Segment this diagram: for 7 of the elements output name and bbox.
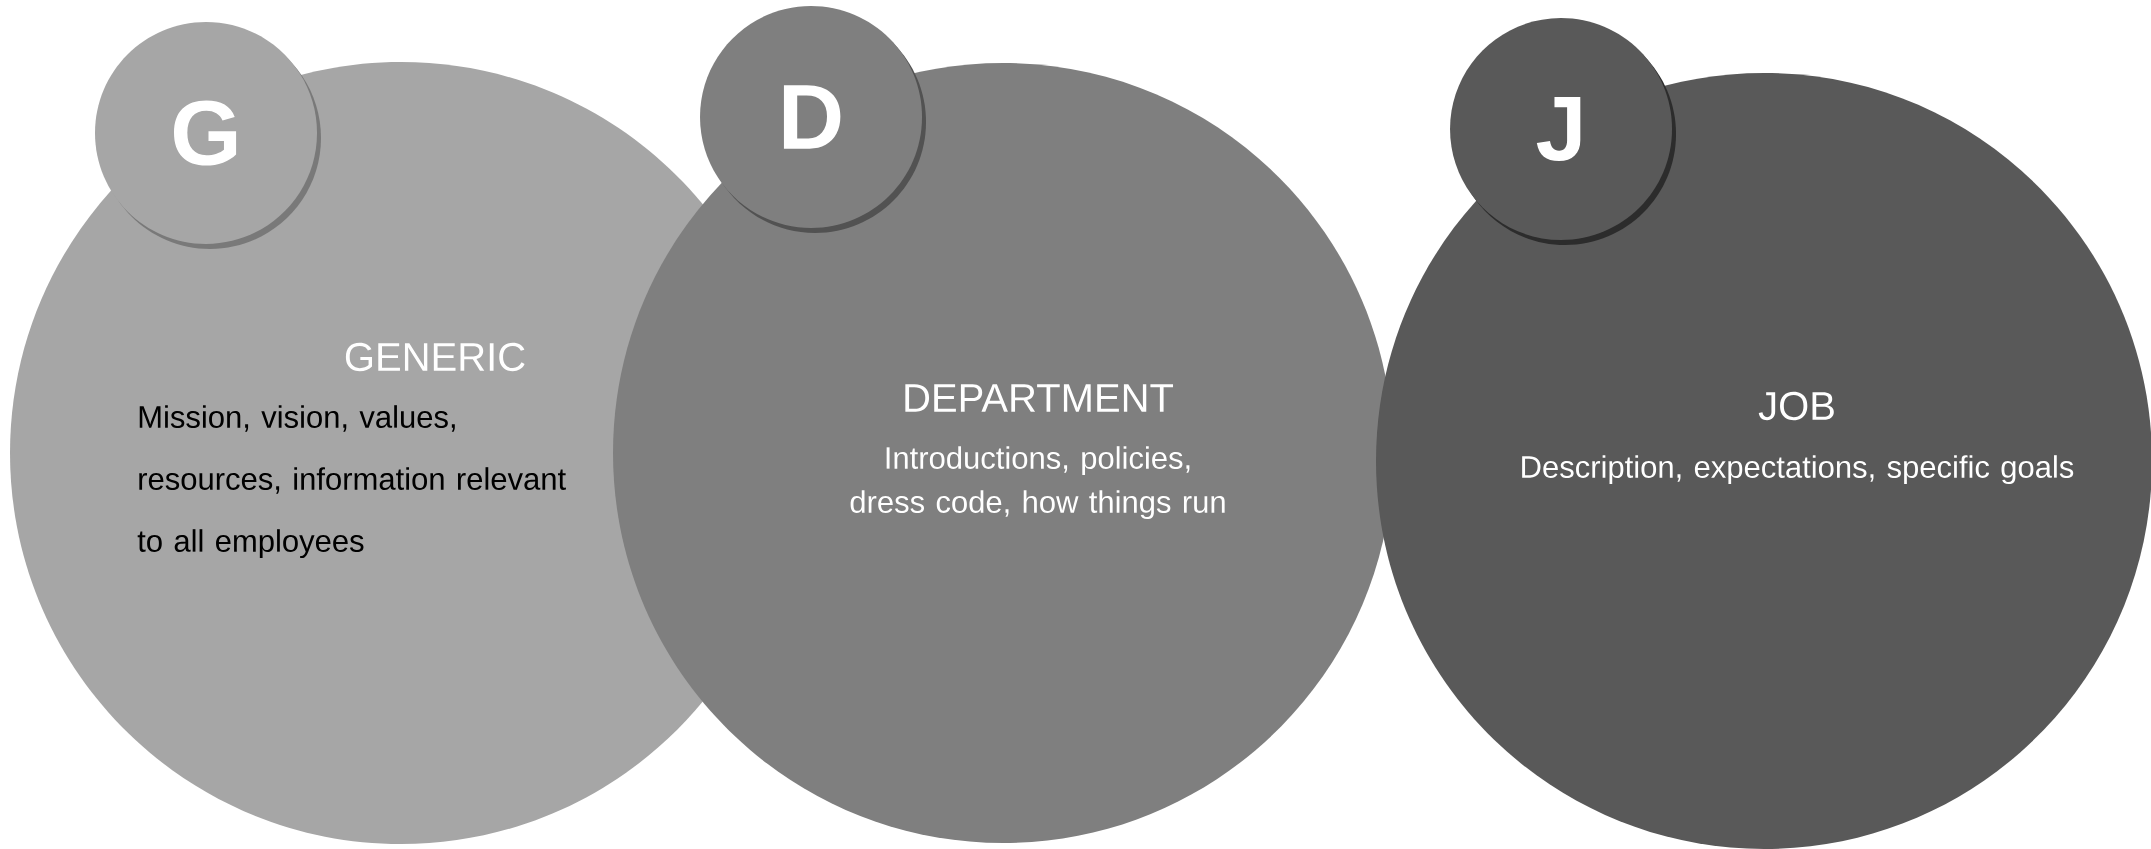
- heading: DEPARTMENT: [905, 384, 1174, 412]
- heading: GENERIC: [345, 342, 525, 372]
- description: Introductions, policies, dress code, how things run: [850, 446, 1225, 520]
- node-label: G: [174, 100, 237, 166]
- description: Description, expectations, specific goals: [1522, 455, 2074, 485]
- description: Mission, vision, values, resources, information relevant to all employees: [137, 405, 566, 559]
- heading: JOB: [1758, 391, 1834, 421]
